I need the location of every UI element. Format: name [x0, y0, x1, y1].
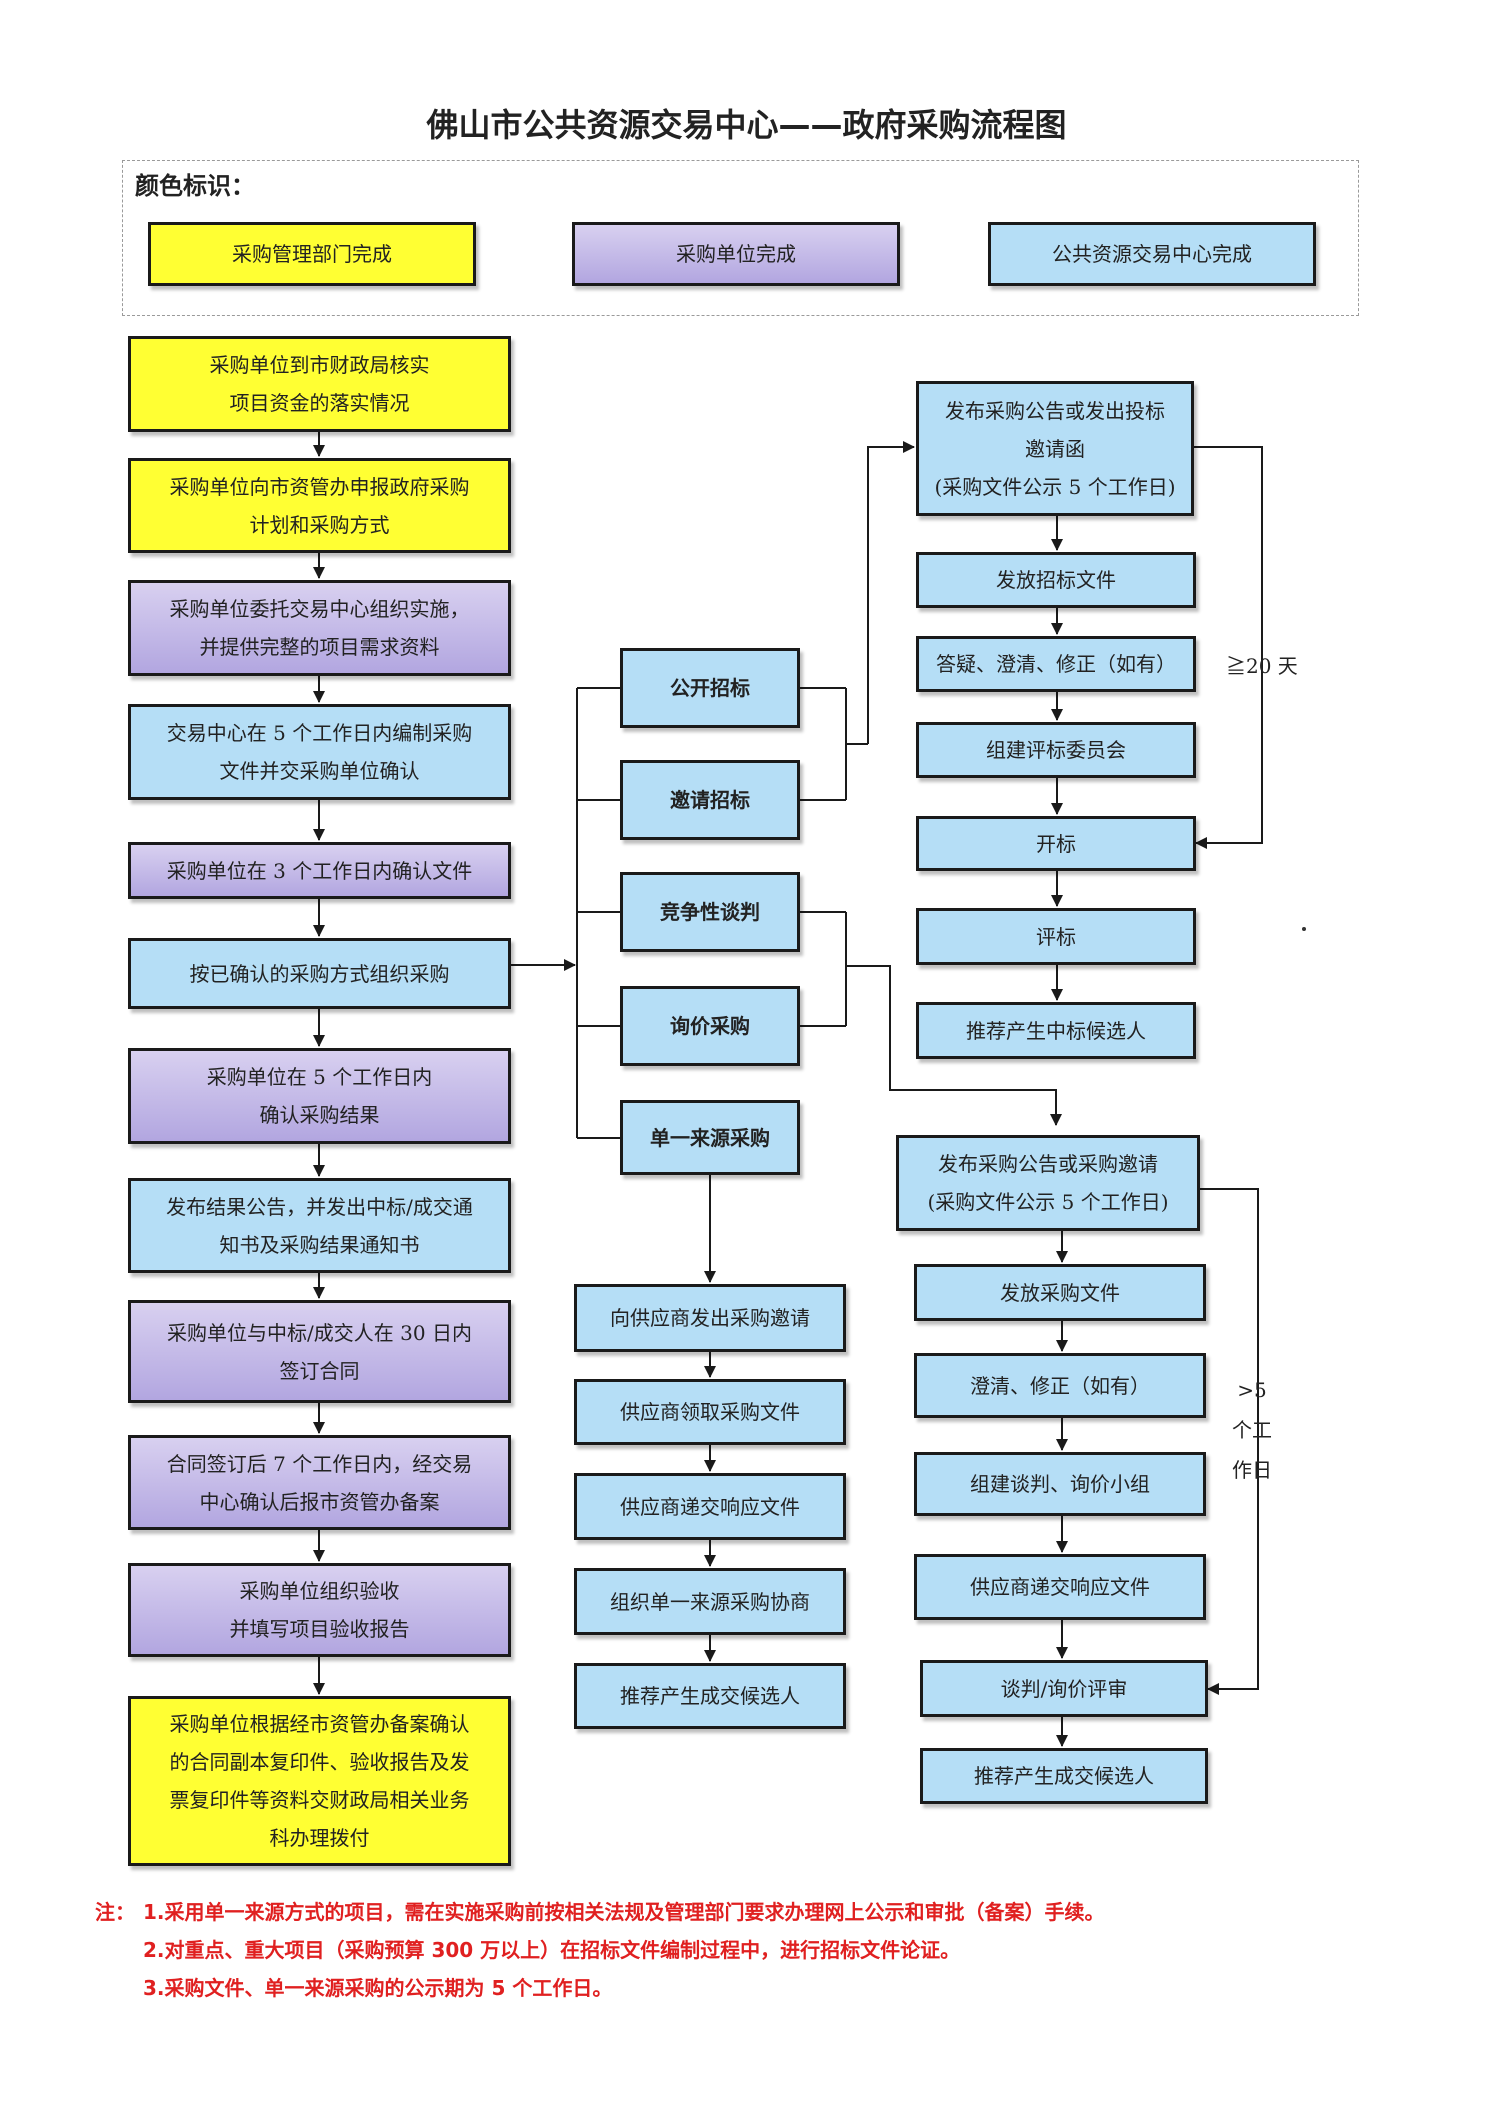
method-public-tender: 公开招标 — [620, 648, 800, 728]
tender-step-recommend: 推荐产生中标候选人 — [916, 1002, 1196, 1059]
note-prefix: 注： — [95, 1900, 135, 1924]
page-title: 佛山市公共资源交易中心——政府采购流程图 — [426, 106, 1067, 144]
step-confirm-results: 采购单位在 5 个工作日内 确认采购结果 — [128, 1048, 511, 1144]
legend-item-admin: 采购管理部门完成 — [148, 222, 476, 286]
negotiation-step-issue-documents: 发放采购文件 — [914, 1264, 1206, 1321]
note-line-1: 注：1.采用单一来源方式的项目，需在实施采购前按相关法规及管理部门要求办理网上公… — [95, 1893, 1435, 1931]
step-verify-funds: 采购单位到市财政局核实 项目资金的落实情况 — [128, 336, 511, 432]
step-entrust-center: 采购单位委托交易中心组织实施， 并提供完整的项目需求资料 — [128, 580, 511, 676]
step-confirm-documents: 采购单位在 3 个工作日内确认文件 — [128, 842, 511, 899]
step-compile-documents: 交易中心在 5 个工作日内编制采购 文件并交采购单位确认 — [128, 704, 511, 800]
single-source-step-invite: 向供应商发出采购邀请 — [574, 1284, 846, 1352]
method-invited-tender: 邀请招标 — [620, 760, 800, 840]
tender-step-form-committee: 组建评标委员会 — [916, 722, 1196, 778]
negotiation-step-form-group: 组建谈判、询价小组 — [914, 1452, 1206, 1516]
note-line-3: 3.采购文件、单一来源采购的公示期为 5 个工作日。 — [143, 1976, 613, 2000]
single-source-step-negotiate: 组织单一来源采购协商 — [574, 1568, 846, 1635]
method-competitive-negotiation: 竞争性谈判 — [620, 872, 800, 952]
single-source-step-recommend: 推荐产生成交候选人 — [574, 1663, 846, 1729]
legend-item-center: 公共资源交易中心完成 — [988, 222, 1316, 286]
negotiation-step-review: 谈判/询价评审 — [920, 1660, 1208, 1717]
legend-label: 颜色标识： — [135, 172, 255, 200]
tender-step-open-bids: 开标 — [916, 816, 1196, 871]
legend-frame — [122, 160, 1359, 316]
step-publish-results: 发布结果公告，并发出中标/成交通 知书及采购结果通知书 — [128, 1178, 511, 1273]
negotiation-step-announce: 发布采购公告或采购邀请 (采购文件公示 5 个工作日) — [896, 1135, 1200, 1231]
notes-section: 注：1.采用单一来源方式的项目，需在实施采购前按相关法规及管理部门要求办理网上公… — [95, 1893, 1435, 2007]
note-line-2: 2.对重点、重大项目（采购预算 300 万以上）在招标文件编制过程中，进行招标文… — [143, 1938, 961, 1962]
negotiation-step-recommend: 推荐产生成交候选人 — [920, 1748, 1208, 1804]
tender-step-issue-documents: 发放招标文件 — [916, 552, 1196, 608]
single-source-step-submit: 供应商递交响应文件 — [574, 1473, 846, 1540]
method-single-source: 单一来源采购 — [620, 1100, 800, 1175]
negotiation-step-clarify: 澄清、修正（如有） — [914, 1353, 1206, 1418]
tender-duration-label: ≧20 天 — [1226, 654, 1298, 678]
step-payment: 采购单位根据经市资管办备案确认 的合同副本复印件、验收报告及发 票复印件等资料交… — [128, 1696, 511, 1866]
tender-step-clarify: 答疑、澄清、修正（如有） — [916, 636, 1196, 692]
step-contract-filing: 合同签订后 7 个工作日内，经交易 中心确认后报市资管办备案 — [128, 1435, 511, 1530]
tender-step-announce: 发布采购公告或发出投标 邀请函 (采购文件公示 5 个工作日) — [916, 381, 1194, 516]
method-inquiry: 询价采购 — [620, 986, 800, 1066]
step-organize-procurement: 按已确认的采购方式组织采购 — [128, 938, 511, 1009]
legend-item-purchaser: 采购单位完成 — [572, 222, 900, 286]
single-source-step-collect: 供应商领取采购文件 — [574, 1379, 846, 1445]
step-acceptance: 采购单位组织验收 并填写项目验收报告 — [128, 1563, 511, 1657]
step-apply-plan: 采购单位向市资管办申报政府采购 计划和采购方式 — [128, 458, 511, 553]
step-sign-contract: 采购单位与中标/成交人在 30 日内 签订合同 — [128, 1300, 511, 1403]
negotiation-step-submit: 供应商递交响应文件 — [914, 1554, 1206, 1620]
negotiation-duration-label: >5 个工 作日 — [1232, 1378, 1272, 1482]
tender-step-evaluate: 评标 — [916, 908, 1196, 965]
